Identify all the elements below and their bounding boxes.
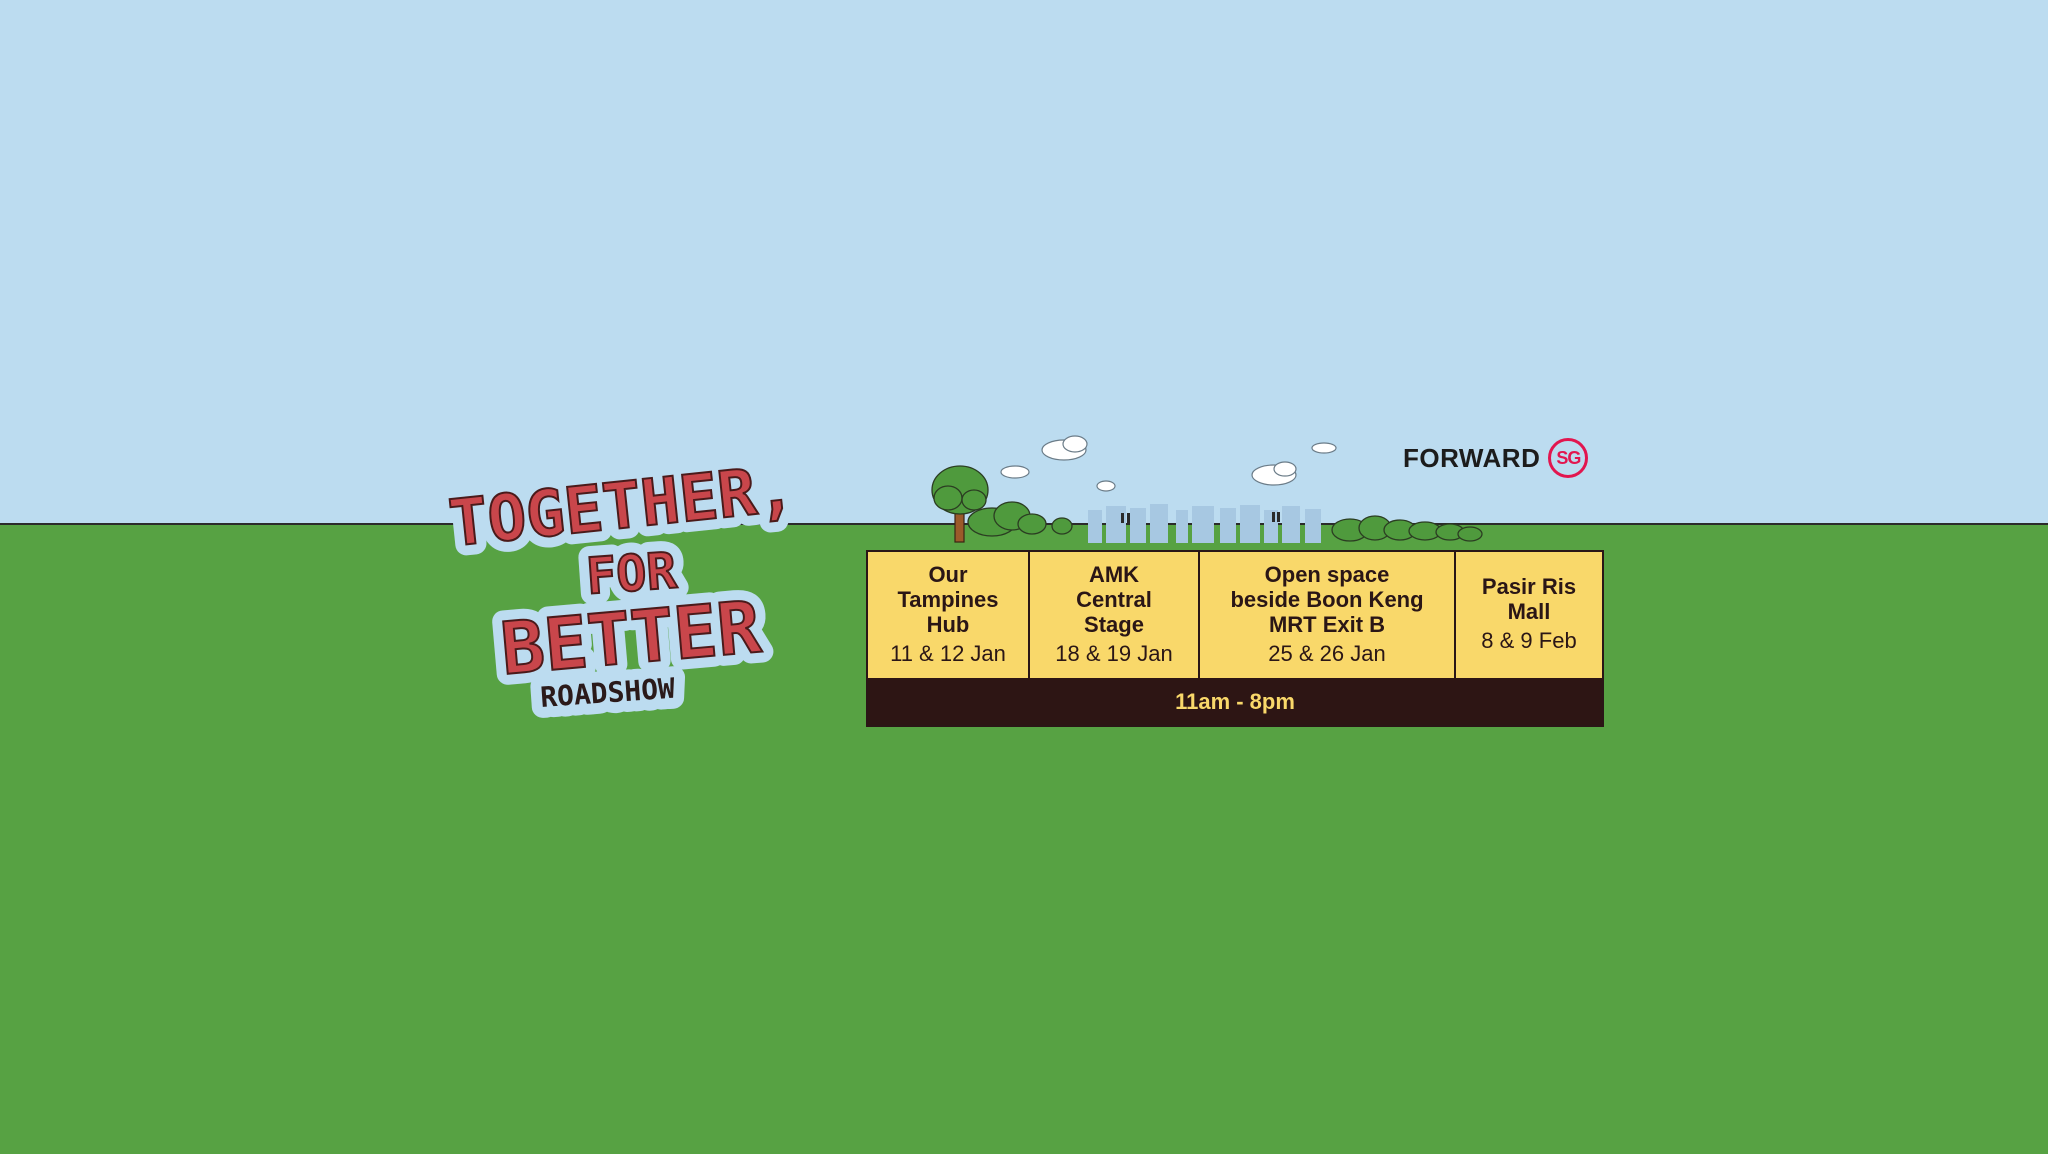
time-bar: 11am - 8pm <box>868 678 1602 725</box>
event-time: 11am - 8pm <box>1175 688 1295 714</box>
forward-sg-logo: FORWARD SG <box>1403 433 1589 483</box>
roadshow-schedule-table: Our Tampines Hub 11 & 12 Jan AMK Central… <box>866 550 1604 727</box>
venue-cell-boon-keng: Open space beside Boon Keng MRT Exit B 2… <box>1200 552 1456 678</box>
venue-name: Open space beside Boon Keng MRT Exit B <box>1230 561 1424 637</box>
venue-cell-tampines: Our Tampines Hub 11 & 12 Jan <box>868 552 1030 678</box>
venue-date: 25 & 26 Jan <box>1268 640 1386 666</box>
tree-illustration <box>931 465 989 543</box>
venue-name: AMK Central Stage <box>1076 561 1152 637</box>
venue-cell-amk: AMK Central Stage 18 & 19 Jan <box>1030 552 1200 678</box>
together-for-better-title: TOGETHER, FOR BETTER ROADSHOW TOGETHER, … <box>440 441 809 725</box>
title-line-for: FOR <box>584 541 679 605</box>
sg-badge-icon: SG <box>1548 438 1589 478</box>
venue-cell-pasir-ris: Pasir Ris Mall 8 & 9 Feb <box>1456 552 1602 678</box>
venue-date: 18 & 19 Jan <box>1055 640 1173 666</box>
logo-wordmark: FORWARD <box>1403 442 1541 473</box>
clouds <box>1000 435 1337 492</box>
venue-date: 11 & 12 Jan <box>890 640 1006 666</box>
venue-row: Our Tampines Hub 11 & 12 Jan AMK Central… <box>868 552 1602 678</box>
bushes-right <box>1331 515 1483 542</box>
venue-name: Our Tampines Hub <box>897 561 999 637</box>
venue-name: Pasir Ris Mall <box>1481 574 1577 624</box>
distant-buildings <box>1088 504 1321 543</box>
bushes-left <box>967 501 1073 537</box>
sky-background <box>0 0 2048 523</box>
park-landscape-illustration <box>931 435 1483 543</box>
people-figures <box>1121 512 1280 523</box>
venue-date: 8 & 9 Feb <box>1481 628 1577 653</box>
